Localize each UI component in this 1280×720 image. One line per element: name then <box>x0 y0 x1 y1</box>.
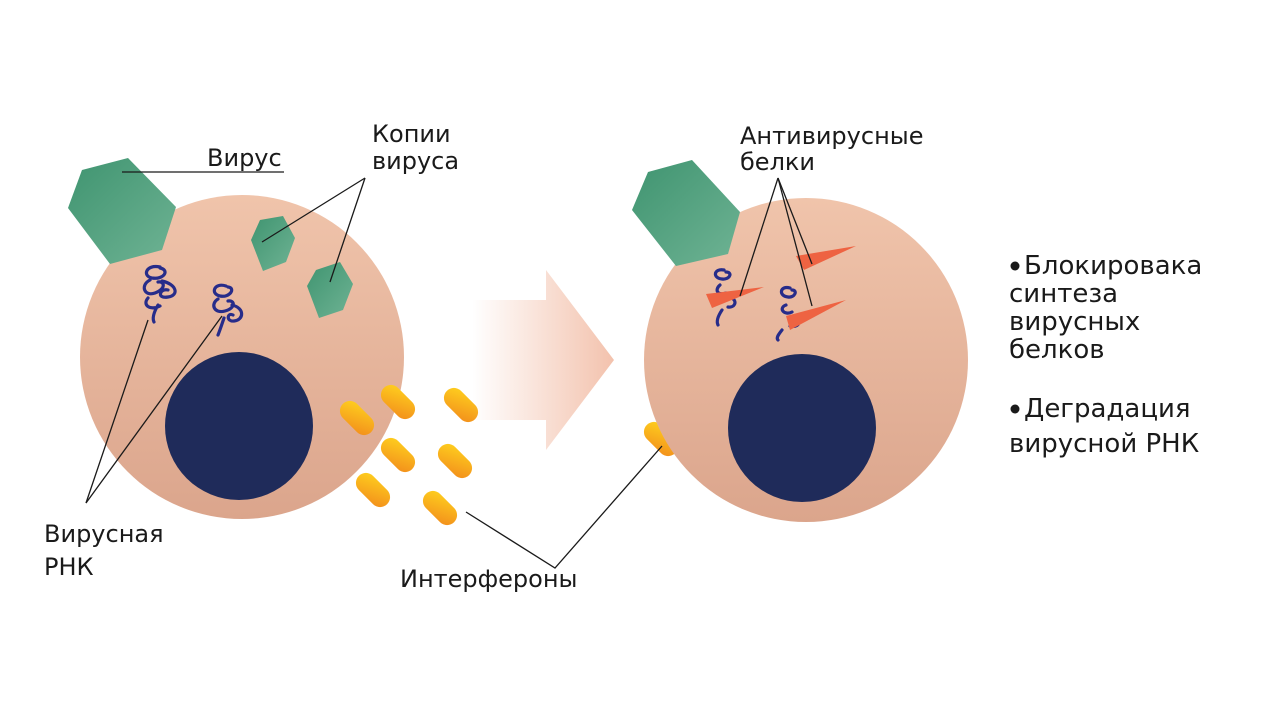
nucleus-infected <box>165 352 313 500</box>
effect-1-line-3: вирусных <box>1009 307 1140 337</box>
effect-2-line-2: вирусной РНК <box>1009 429 1199 459</box>
effects-list: Блокировака синтеза вирусных белков Дегр… <box>1009 251 1202 459</box>
nucleus-protected <box>728 354 876 502</box>
leader-interferons <box>465 445 663 569</box>
interferon-molecule-4 <box>380 437 416 473</box>
interferon-molecule-6 <box>355 472 391 508</box>
label-virus: Вирус <box>207 144 282 172</box>
viral-rna-2 <box>212 283 244 337</box>
label-virus-copies-line-1: Копии <box>372 120 451 148</box>
label-viral-rna-line-2: РНК <box>44 553 94 581</box>
virus-copy-1 <box>251 216 295 271</box>
virus-copy-2 <box>307 262 353 318</box>
viral-rna-degraded-1 <box>713 268 737 327</box>
label-viral-rna-line-1: Вирусная <box>44 520 164 548</box>
virus-particle <box>68 158 176 264</box>
label-interferons: Интерфероны <box>400 565 577 593</box>
effect-1-line-4: белков <box>1009 335 1105 365</box>
effect-2-line-1: Деградация <box>1024 394 1191 424</box>
bullet-2 <box>1010 404 1020 414</box>
interferon-molecule-5 <box>437 443 473 479</box>
interferon-molecule-2 <box>380 384 416 420</box>
bullet-1 <box>1010 261 1020 271</box>
effect-1-line-2: синтеза <box>1009 279 1118 309</box>
leader-virus-copies <box>261 177 366 283</box>
viral-rna-degraded-2 <box>775 285 801 342</box>
protected-cell: Антивирусные белки <box>632 122 968 522</box>
interferons: Интерфероны <box>339 384 679 593</box>
interferon-molecule-3 <box>443 387 479 423</box>
effect-1-line-1: Блокировака <box>1024 251 1202 281</box>
interferon-molecule-7 <box>422 490 458 526</box>
antiviral-protein-2 <box>796 246 856 270</box>
label-antiviral-proteins-line-2: белки <box>740 148 815 176</box>
interferon-molecule-1 <box>339 400 375 436</box>
leader-antiviral-proteins <box>739 177 813 307</box>
antiviral-protein-1 <box>706 287 764 308</box>
viral-rna-1 <box>142 264 177 324</box>
leader-viral-rna <box>85 315 223 504</box>
antiviral-protein-3 <box>786 300 846 330</box>
transition-arrow <box>472 270 614 450</box>
interferon-molecule-bound <box>643 421 679 457</box>
infected-cell: Вирус Копии вируса Вирусная РНК <box>44 120 459 581</box>
label-virus-copies-line-2: вируса <box>372 147 459 175</box>
virus-particle-blocked <box>632 160 740 266</box>
label-antiviral-proteins-line-1: Антивирусные <box>740 122 923 150</box>
